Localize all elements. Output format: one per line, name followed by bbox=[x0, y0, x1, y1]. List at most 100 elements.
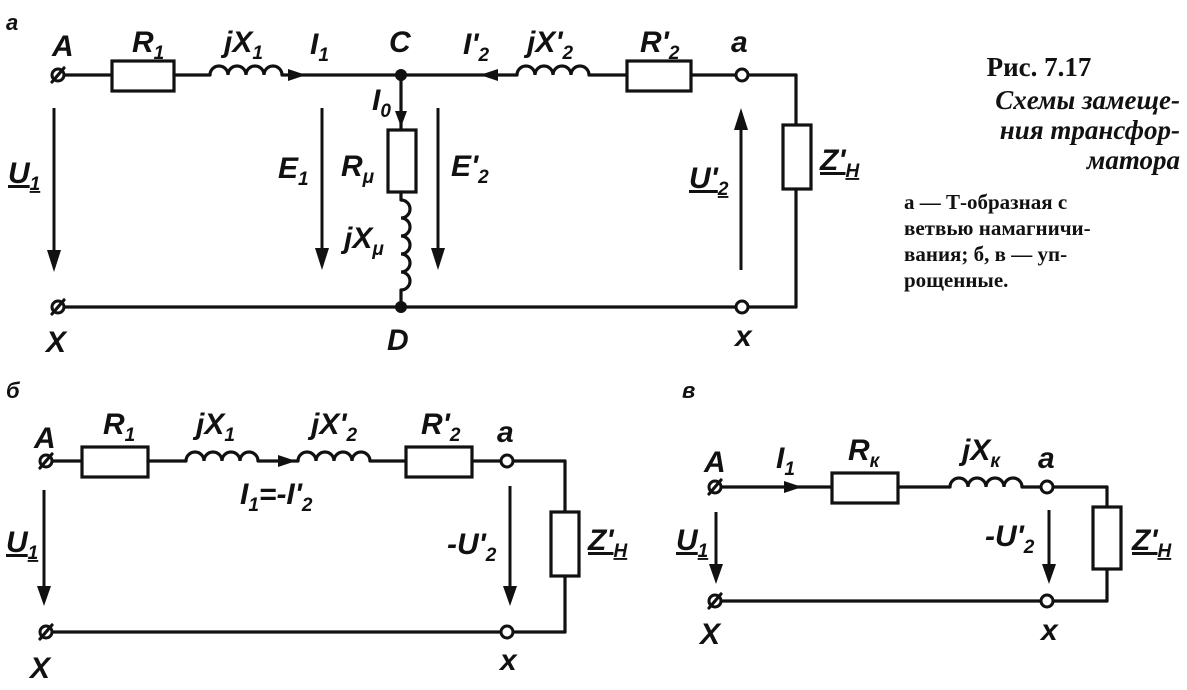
figure-number: Рис. 7.17 bbox=[986, 52, 1092, 82]
node-label: D bbox=[387, 324, 409, 357]
load-impedance-zh bbox=[549, 510, 581, 578]
inductor-jxk bbox=[948, 476, 1024, 488]
figure-title-line: матора bbox=[1086, 145, 1180, 175]
node-label: x bbox=[498, 644, 518, 677]
current-i2p-label: I'2 bbox=[463, 28, 489, 66]
node-label: x bbox=[733, 320, 753, 353]
emf-e1-arrowhead bbox=[315, 248, 329, 270]
terminal-slash bbox=[50, 66, 66, 84]
terminal-x-out bbox=[499, 624, 515, 640]
figure-description-line: вания; б, в — уп- bbox=[904, 242, 1068, 266]
current-i1-arrow bbox=[288, 69, 306, 81]
resistor-r1-label: R1 bbox=[132, 26, 164, 64]
current-i0-label: I0 bbox=[372, 84, 391, 122]
current-i1-label: I1 bbox=[310, 28, 329, 66]
inductor-jx1-label: jX1 bbox=[192, 408, 235, 446]
inductor-jxmu bbox=[400, 198, 412, 292]
inductor-jxmu-label: jXμ bbox=[340, 222, 384, 260]
panel-letter: а bbox=[6, 10, 18, 35]
load-zh-label: Z'H bbox=[819, 144, 860, 182]
resistor-r2p-label: R'2 bbox=[640, 26, 680, 64]
inductor-jx1-label: jX1 bbox=[220, 26, 263, 64]
inductor-jx2p-label: jX'2 bbox=[307, 408, 357, 446]
voltage-u2p-label: -U'2 bbox=[985, 520, 1035, 558]
voltage-u2p-arrowhead bbox=[1042, 564, 1056, 584]
node-c-dot bbox=[395, 69, 407, 81]
node-label: x bbox=[1039, 614, 1059, 647]
panel-a-circuit bbox=[47, 59, 813, 316]
voltage-u1-arrowhead bbox=[47, 250, 61, 272]
current-i2p-arrow bbox=[480, 69, 498, 81]
resistor-r2p-label: R'2 bbox=[421, 408, 461, 446]
resistor-r2p bbox=[625, 59, 693, 93]
figure-title: Схемы замеще- ния трансфор- матора bbox=[898, 85, 1180, 175]
voltage-u2p-arrowhead bbox=[734, 108, 748, 130]
node-d-dot bbox=[395, 301, 407, 313]
resistor-rk-label: Rк bbox=[848, 434, 881, 472]
panel-b-labels: б A X a x R1 jX1 jX'2 R'2 I1=-I'2 U1 -U'… bbox=[6, 378, 628, 685]
inductor-jx2p-label: jX'2 bbox=[523, 26, 573, 64]
voltage-u1-arrowhead bbox=[709, 564, 723, 584]
inductor-jx1 bbox=[208, 64, 284, 76]
node-label: A bbox=[703, 446, 726, 479]
node-label: A bbox=[33, 422, 56, 455]
voltage-u2p-arrowhead bbox=[503, 586, 517, 606]
node-label: a bbox=[497, 416, 514, 449]
voltage-u1-label: U1 bbox=[8, 157, 40, 195]
emf-e2p-arrowhead bbox=[431, 248, 445, 270]
terminal-a-out bbox=[734, 67, 750, 83]
terminal-slash bbox=[38, 623, 54, 641]
terminal-slash bbox=[707, 592, 723, 610]
resistor-rmu bbox=[386, 128, 418, 194]
figure-caption: Рис. 7.17 Схемы замеще- ния трансфор- ма… bbox=[898, 52, 1180, 293]
figure-title-line: Схемы замеще- bbox=[995, 85, 1180, 115]
inductor-jx2p bbox=[296, 450, 372, 462]
node-label: a bbox=[1038, 442, 1055, 475]
resistor-r1 bbox=[80, 445, 150, 479]
terminal-slash bbox=[50, 298, 66, 316]
voltage-u2p-label: U'2 bbox=[689, 162, 729, 200]
resistor-rk bbox=[830, 471, 900, 505]
node-label: X bbox=[44, 326, 68, 359]
panel-b-circuit bbox=[37, 445, 581, 641]
terminal-a-out bbox=[1039, 479, 1055, 495]
terminal-x-out bbox=[1039, 593, 1055, 609]
figure-description: а — Т-образная с ветвью намагничи- вания… bbox=[904, 189, 1180, 293]
inductor-jx2p bbox=[515, 64, 591, 76]
current-arrow bbox=[278, 455, 296, 467]
node-label: C bbox=[389, 26, 412, 59]
figure-title-line: ния трансфор- bbox=[999, 115, 1180, 145]
resistor-rmu-label: Rμ bbox=[341, 150, 375, 188]
figure-description-line: а — Т-образная с bbox=[904, 190, 1068, 214]
panel-letter: в bbox=[682, 378, 695, 403]
voltage-u1-label: U1 bbox=[6, 526, 38, 564]
panel-c-labels: в A X a x I1 Rк jXк U1 -U'2 Z'H bbox=[676, 378, 1172, 651]
resistor-r1-label: R1 bbox=[103, 408, 135, 446]
load-zh-label: Z'H bbox=[587, 524, 628, 562]
terminal-slash bbox=[38, 452, 54, 470]
figure-description-line: рощенные. bbox=[904, 268, 1009, 292]
terminal-a-out bbox=[499, 453, 515, 469]
node-label: X bbox=[698, 618, 722, 651]
node-label: X bbox=[28, 652, 52, 685]
load-zh-label: Z'H bbox=[1131, 524, 1172, 562]
terminal-x-out bbox=[734, 299, 750, 315]
current-label: I1=-I'2 bbox=[240, 478, 313, 516]
emf-e2p-label: E'2 bbox=[451, 150, 489, 188]
load-impedance-zh bbox=[1091, 505, 1123, 571]
node-label: a bbox=[731, 26, 748, 59]
current-i1-arrow bbox=[784, 481, 802, 493]
current-i0-arrow bbox=[395, 111, 407, 127]
resistor-r1 bbox=[110, 59, 176, 93]
voltage-u1-arrowhead bbox=[37, 586, 51, 606]
figure-description-line: ветвью намагничи- bbox=[904, 216, 1091, 240]
voltage-u2p-label: -U'2 bbox=[447, 528, 497, 566]
panel-a-labels: а A X C D a x R1 jX1 I1 I'2 jX'2 R'2 I0 … bbox=[6, 10, 860, 359]
load-impedance-zh bbox=[781, 123, 813, 191]
current-i1-label: I1 bbox=[776, 442, 795, 480]
inductor-jxk-label: jXк bbox=[958, 434, 1001, 472]
panel-letter: б bbox=[6, 378, 21, 403]
voltage-u1-label: U1 bbox=[676, 524, 708, 562]
panel-c-circuit bbox=[707, 471, 1123, 610]
